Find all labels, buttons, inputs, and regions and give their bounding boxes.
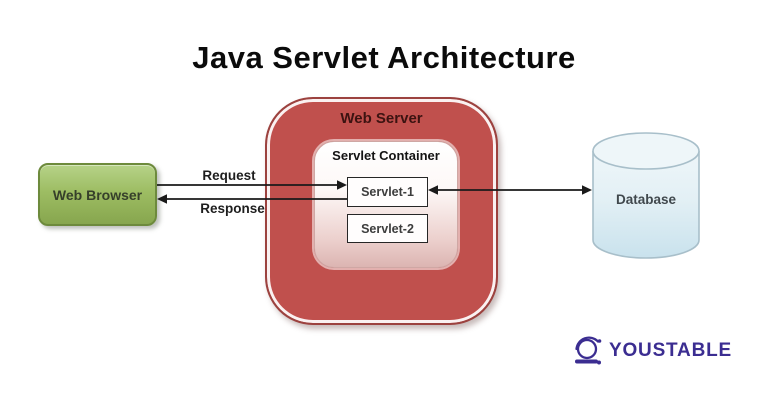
web-browser-label: Web Browser [52, 186, 143, 203]
servlet-2-box: Servlet-2 [347, 214, 428, 243]
page-title: Java Servlet Architecture [192, 40, 576, 75]
youstable-helmet-icon [575, 336, 602, 365]
request-label: Request [202, 168, 256, 183]
web-browser-box: Web Browser [38, 163, 157, 226]
logo-text: YOUSTABLE [609, 340, 732, 361]
servlet-container-label: Servlet Container [332, 148, 440, 163]
logo: YOUSTABLE [572, 334, 732, 368]
web-server-label: Web Server [340, 110, 423, 127]
servlet-container-box: Servlet Container [314, 141, 458, 268]
servlet-1-box: Servlet-1 [347, 177, 428, 207]
database-cylinder-icon [592, 132, 700, 259]
database-label: Database [615, 192, 677, 207]
response-label: Response [200, 201, 265, 216]
